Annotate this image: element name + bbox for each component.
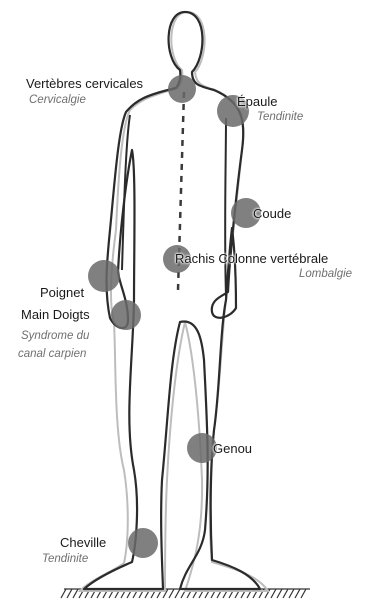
label-poignet: Poignet bbox=[40, 285, 84, 300]
hatch-mark bbox=[289, 589, 294, 598]
marker-cervical bbox=[168, 75, 196, 103]
hatch-mark bbox=[73, 589, 78, 598]
right-arm-inner bbox=[225, 118, 226, 296]
hatch-mark bbox=[301, 589, 306, 598]
label-coude: Coude bbox=[253, 206, 291, 221]
hatch-mark bbox=[175, 589, 180, 598]
hatch-mark bbox=[277, 589, 282, 598]
marker-poignet bbox=[88, 260, 120, 292]
sublabel-cervical: Cervicalgie bbox=[29, 94, 86, 106]
hatch-mark bbox=[283, 589, 288, 598]
label-main: Main Doigts bbox=[21, 307, 90, 322]
marker-main bbox=[111, 300, 141, 330]
label-cheville: Cheville bbox=[60, 535, 106, 550]
sublabel-main-2: canal carpien bbox=[18, 348, 86, 360]
pain-markers bbox=[88, 75, 261, 558]
label-rachis: Rachis Colonne vertébrale bbox=[175, 251, 328, 266]
hatch-mark bbox=[295, 589, 300, 598]
hatch-mark bbox=[61, 589, 66, 598]
hatch-mark bbox=[169, 589, 174, 598]
label-cervical: Vertèbres cervicales bbox=[26, 76, 143, 91]
sublabel-epaule: Tendinite bbox=[257, 111, 303, 123]
sublabel-main-1: Syndrome du bbox=[21, 330, 89, 342]
sublabel-rachis: Lombalgie bbox=[299, 268, 352, 280]
marker-cheville bbox=[128, 528, 158, 558]
label-epaule: Épaule bbox=[237, 94, 277, 109]
label-genou: Genou bbox=[213, 441, 252, 456]
sublabel-cheville: Tendinite bbox=[42, 553, 88, 565]
hatch-mark bbox=[67, 589, 72, 598]
hatch-mark bbox=[271, 589, 276, 598]
